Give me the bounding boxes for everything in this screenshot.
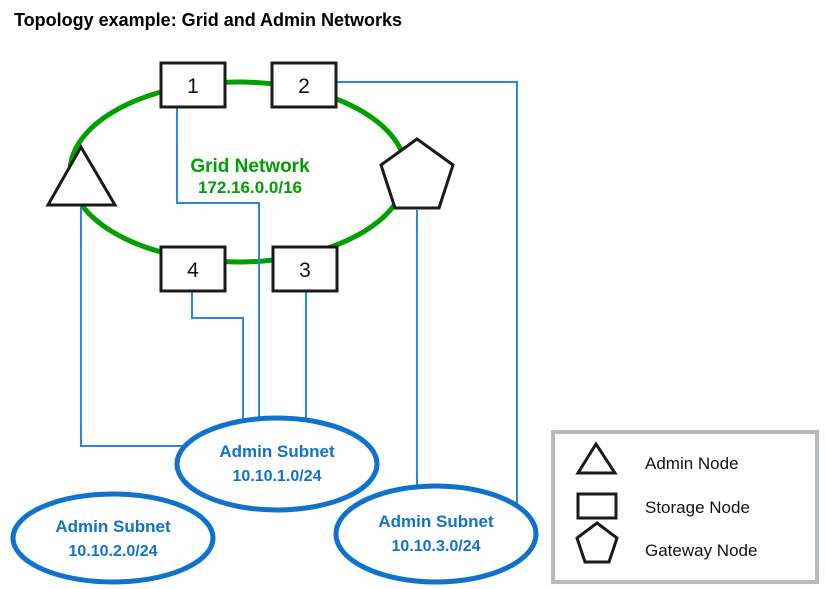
storage-node-2-box — [270, 61, 338, 109]
storage-node-3-box — [271, 245, 339, 293]
pentagon-icon — [575, 521, 619, 564]
admin-subnet-3: Admin Subnet 10.10.3.0/24 — [333, 483, 539, 585]
triangle-icon — [575, 441, 618, 475]
admin-subnet-2-ellipse — [10, 491, 216, 585]
admin-subnet-3-label: Admin Subnet — [378, 512, 494, 531]
legend-label-storage-node: Storage Node — [645, 498, 750, 517]
storage-node-2-label: 2 — [298, 75, 310, 98]
storage-node-3: 3 — [271, 245, 339, 293]
admin-subnet-3-cidr: 10.10.3.0/24 — [392, 538, 481, 555]
connector-node2-subnet3 — [337, 81, 518, 512]
storage-node-1-box — [159, 61, 227, 109]
connector-node4-subnet1 — [191, 291, 244, 425]
connector-admin-node-subnet1 — [80, 207, 190, 447]
grid-network-cidr: 172.16.0.0/16 — [198, 178, 302, 197]
admin-subnet-2-label: Admin Subnet — [55, 517, 171, 536]
admin-node-triangle — [45, 144, 118, 207]
admin-subnet-2-cidr: 10.10.2.0/24 — [69, 543, 158, 560]
legend-label-admin-node: Admin Node — [645, 454, 739, 473]
admin-subnet-1: Admin Subnet 10.10.1.0/24 — [174, 415, 380, 513]
admin-subnet-1-ellipse — [174, 415, 380, 513]
connectors — [80, 81, 518, 512]
admin-subnet-3-ellipse — [333, 483, 539, 585]
storage-node-1-label: 1 — [187, 75, 199, 98]
admin-subnet-2: Admin Subnet 10.10.2.0/24 — [10, 491, 216, 585]
storage-node-2: 2 — [270, 61, 338, 109]
storage-node-1: 1 — [159, 61, 227, 109]
square-icon — [576, 492, 618, 520]
admin-subnet-1-cidr: 10.10.1.0/24 — [233, 468, 322, 485]
storage-node-4-box — [159, 245, 227, 293]
page-title: Topology example: Grid and Admin Network… — [14, 10, 402, 30]
storage-node-3-label: 3 — [299, 259, 311, 282]
storage-node-4-label: 4 — [187, 259, 199, 282]
legend-label-gateway-node: Gateway Node — [645, 541, 757, 560]
grid-network-label: Grid Network — [190, 156, 310, 177]
admin-subnet-1-label: Admin Subnet — [219, 442, 335, 461]
storage-node-4: 4 — [159, 245, 227, 293]
gateway-node-pentagon — [379, 137, 455, 210]
legend: Admin Node Storage Node Gateway Node — [551, 430, 819, 584]
connector-node1-subnet1 — [176, 107, 260, 425]
